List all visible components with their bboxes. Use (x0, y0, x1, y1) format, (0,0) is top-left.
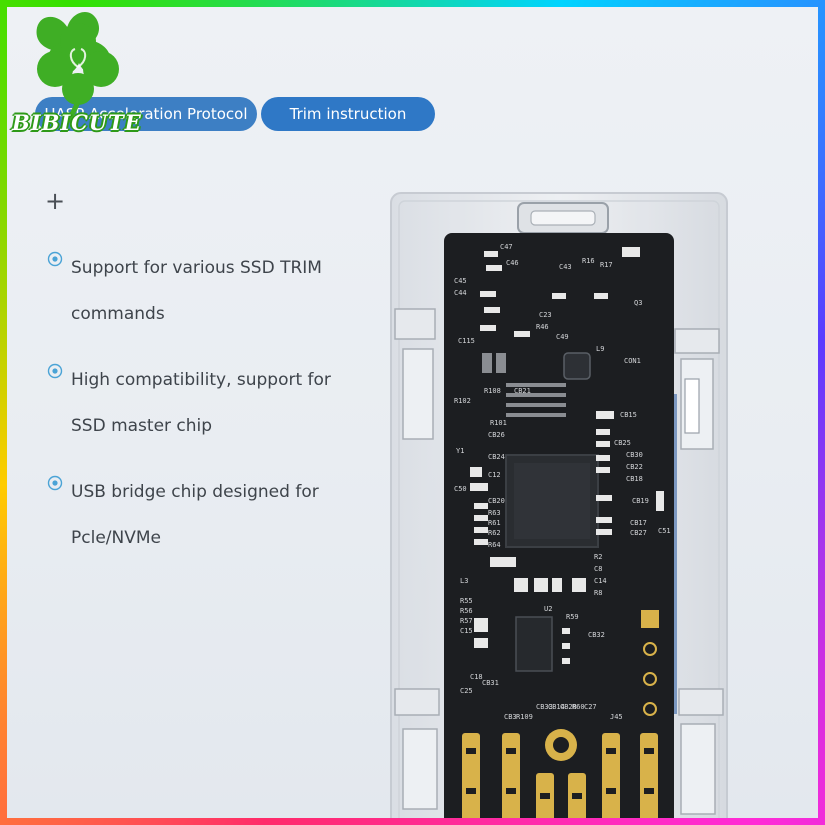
feature-text-line: Pcle/NVMe (71, 528, 161, 548)
silkscreen-label: CB24 (488, 453, 505, 461)
silkscreen-label: CB17 (630, 519, 647, 527)
feature-text-line: High compatibility, support for (71, 370, 331, 390)
silkscreen-label: R46 (536, 323, 549, 331)
silkscreen-label: C25 (460, 687, 473, 695)
silkscreen-label: CB26 (488, 431, 505, 439)
silkscreen-label: C49 (556, 333, 569, 341)
silkscreen-label: CB21 (514, 387, 531, 395)
silkscreen-label: C8 (594, 565, 602, 573)
silkscreen-label: R2 (594, 553, 602, 561)
silkscreen-label: CB22 (626, 463, 643, 471)
silkscreen-label: R61 (488, 519, 501, 527)
target-circle-icon (47, 251, 63, 267)
feature-text: High compatibility, support for SSD mast… (71, 357, 371, 449)
silkscreen-label: CB31 (482, 679, 499, 687)
feature-text-line: SSD master chip (71, 416, 213, 436)
silkscreen-label: R64 (488, 541, 501, 549)
silkscreen-label: R101 (490, 419, 507, 427)
silkscreen-label: R62 (488, 529, 501, 537)
silkscreen-label: C23 (539, 311, 552, 319)
silkscreen-label: R57 (460, 617, 473, 625)
silkscreen-label: R60 (572, 703, 585, 711)
silkscreen-label: CB18 (626, 475, 643, 483)
silkscreen-label: C47 (500, 243, 513, 251)
feature-text: USB bridge chip designed for Pcle/NVMe (71, 469, 371, 561)
silkscreen-label: R17 (600, 261, 613, 269)
silkscreen-label: C15 (460, 627, 473, 635)
silkscreen-label: R63 (488, 509, 501, 517)
silkscreen-label: L3 (460, 577, 468, 585)
silkscreen-label: Y1 (456, 447, 464, 455)
silkscreen-label: C44 (454, 289, 467, 297)
silkscreen-label: C51 (658, 527, 671, 535)
tab-label: Trim instruction (289, 105, 407, 123)
pcb-board: C47 C46 C45 C44 C43 R16 R17 C23 R46 C49 … (444, 233, 674, 818)
silkscreen-label: R16 (582, 257, 595, 265)
silkscreen-label: CB27 (630, 529, 647, 537)
clover-logo (36, 11, 119, 128)
silkscreen-label: CB14 (548, 703, 565, 711)
feature-text-line: Support for various SSD TRIM (71, 258, 322, 278)
silkscreen-label: C27 (584, 703, 597, 711)
tab-trim-instruction[interactable]: Trim instruction (261, 97, 435, 131)
silkscreen-label: C18 (470, 673, 483, 681)
tab-label: UASP Acceleration Protocol (44, 105, 248, 123)
product-banner: UASP Acceleration Protocol Trim instruct… (7, 7, 818, 818)
silkscreen-label: R56 (460, 607, 473, 615)
feature-text-line: USB bridge chip designed for (71, 482, 319, 502)
silkscreen-label: C50 (454, 485, 467, 493)
silkscreen-label: R59 (566, 613, 579, 621)
silkscreen-label: CB3 (504, 713, 517, 721)
silkscreen-label: L9 (596, 345, 604, 353)
silkscreen-label: R102 (454, 397, 471, 405)
silkscreen-label: CB15 (620, 411, 637, 419)
silkscreen-label: CB33 (536, 703, 553, 711)
silkscreen-label: R55 (460, 597, 473, 605)
silkscreen-label: CB20 (488, 497, 505, 505)
silkscreen-label: C45 (454, 277, 467, 285)
silkscreen-label: C14 (594, 577, 607, 585)
silkscreen-label: CB28 (560, 703, 577, 711)
silkscreen-label: Q3 (634, 299, 642, 307)
silkscreen-label: R8 (594, 589, 602, 597)
silkscreen-label: U2 (544, 605, 552, 613)
silkscreen-label: C46 (506, 259, 519, 267)
silkscreen-label: J45 (610, 713, 623, 721)
silkscreen-label: C43 (559, 263, 572, 271)
silkscreen-label: CB25 (614, 439, 631, 447)
silkscreen-label: CB30 (626, 451, 643, 459)
target-circle-icon (47, 363, 63, 379)
silkscreen-label: C115 (458, 337, 475, 345)
silkscreen-label: CB19 (632, 497, 649, 505)
silkscreen-label: R109 (516, 713, 533, 721)
expand-plus-icon[interactable]: + (45, 187, 66, 215)
feature-text-line: commands (71, 304, 165, 324)
brand-watermark-text: BIBICUTE (12, 110, 142, 135)
target-circle-icon (47, 475, 63, 491)
silkscreen-label: CON1 (624, 357, 641, 365)
feature-text: Support for various SSD TRIM commands (71, 245, 371, 337)
silkscreen-label: C12 (488, 471, 501, 479)
silkscreen-label: R108 (484, 387, 501, 395)
silkscreen-label: CB32 (588, 631, 605, 639)
